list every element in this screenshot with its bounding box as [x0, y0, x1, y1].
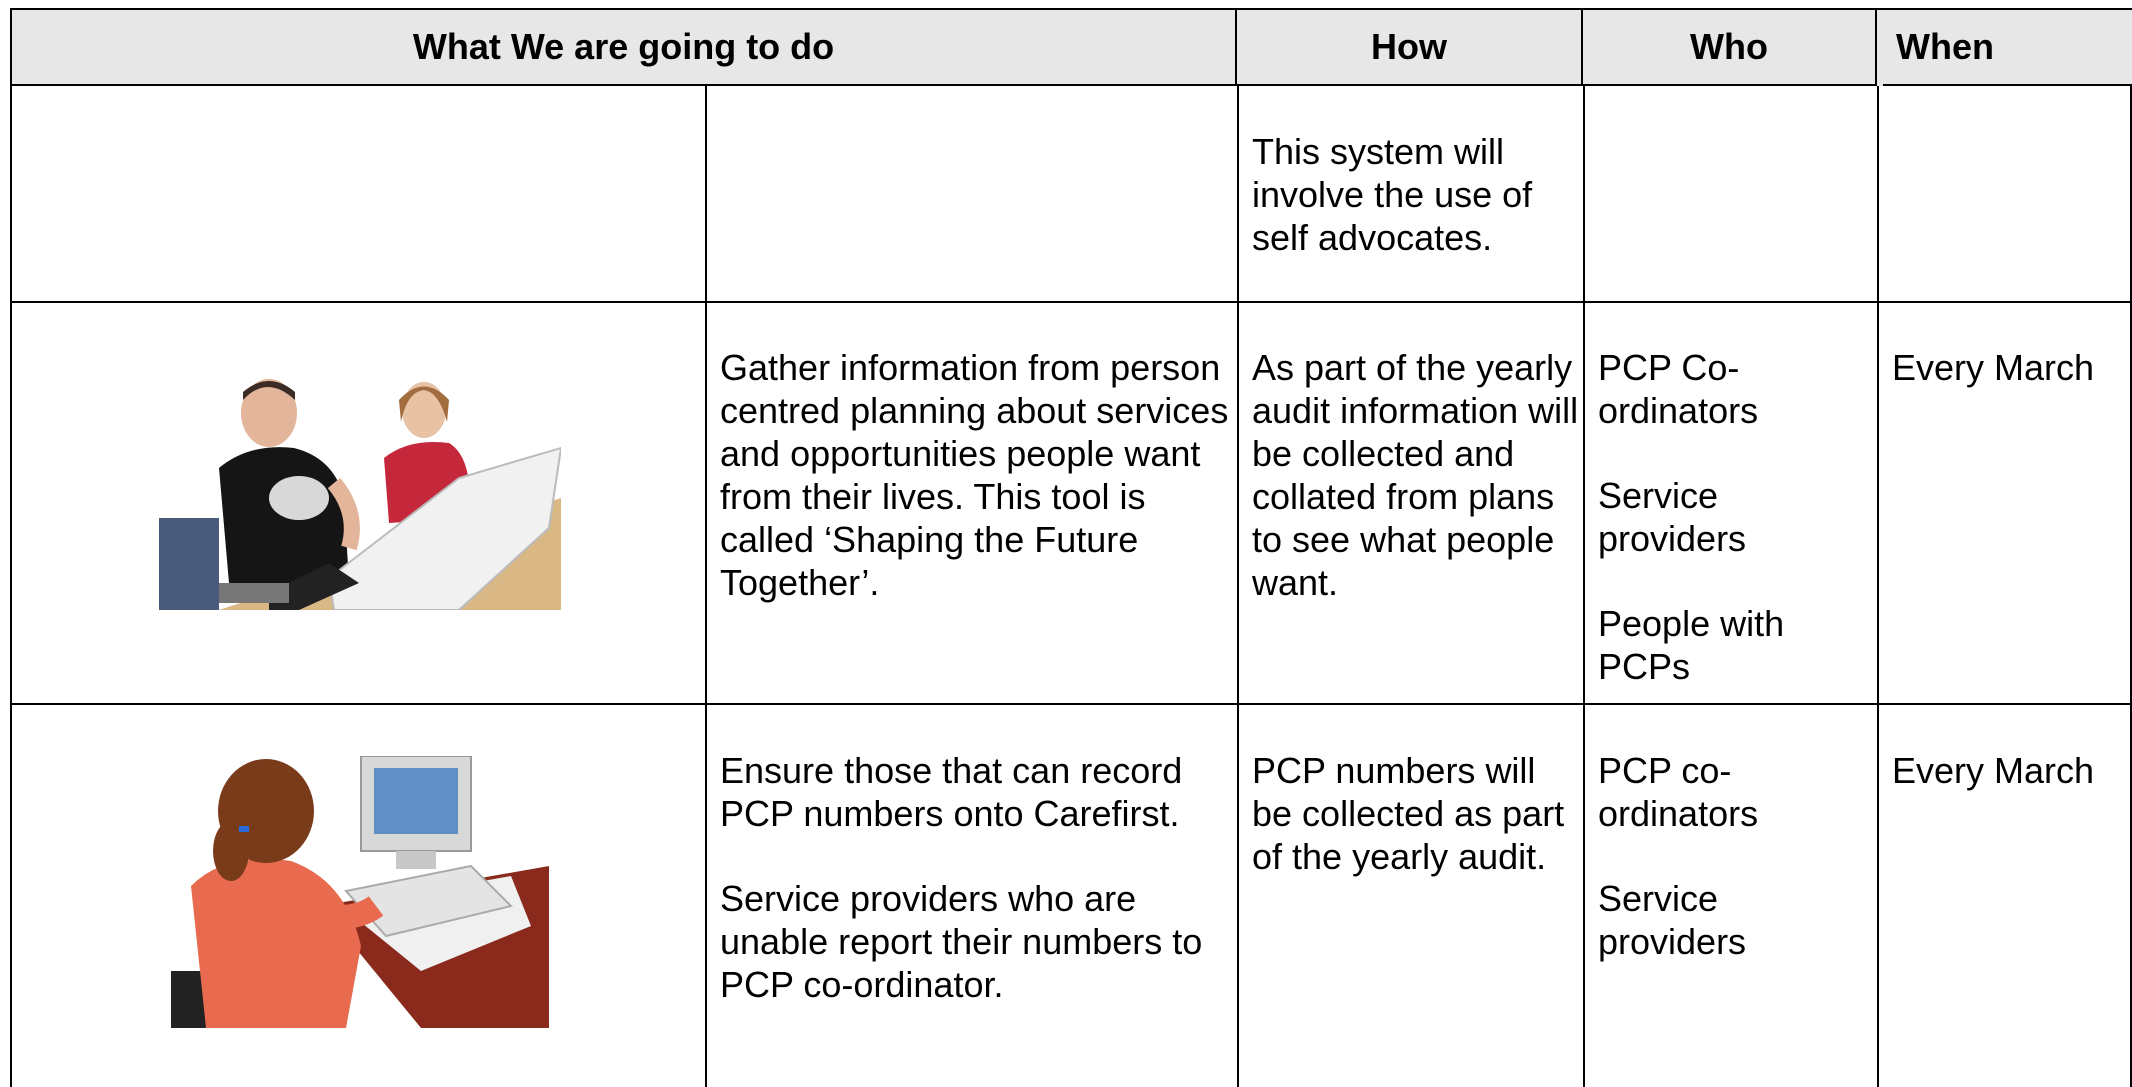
- column-header-who: Who: [1583, 10, 1877, 86]
- who-item: PCP Co-ordinators: [1598, 347, 1759, 431]
- row-2-what: Gather information from person centred p…: [707, 346, 1235, 604]
- what-text: Gather information from person centred p…: [720, 347, 1229, 603]
- column-divider: [1237, 86, 1239, 1087]
- what-text: Ensure those that can record PCP numbers…: [720, 750, 1183, 834]
- woman-at-computer-image: [171, 756, 549, 1028]
- row-3-how: PCP numbers will be collected as part of…: [1239, 749, 1579, 878]
- people-at-computer-image: [159, 348, 561, 610]
- who-item: Service providers: [1598, 878, 1747, 962]
- row-divider: [12, 703, 2132, 705]
- who-item: PCP co-ordinators: [1598, 750, 1759, 834]
- row-2-who: PCP Co-ordinators Service providers Peop…: [1585, 346, 1875, 688]
- column-header-how: How: [1237, 10, 1583, 86]
- who-item: Service providers: [1598, 475, 1747, 559]
- how-text: As part of the yearly audit information …: [1252, 347, 1579, 603]
- column-divider: [705, 86, 707, 1087]
- row-2-how: As part of the yearly audit information …: [1239, 346, 1579, 604]
- who-item: People with PCPs: [1598, 603, 1785, 687]
- column-divider: [1877, 86, 1879, 1087]
- column-header-what: What We are going to do: [12, 10, 1237, 86]
- woman-at-computer-photo: [171, 756, 549, 1028]
- row-2-when: Every March: [1892, 347, 2095, 388]
- column-divider: [2130, 86, 2132, 1087]
- header-spacer: [1877, 10, 1883, 86]
- column-divider: [1583, 86, 1585, 1087]
- row-3-what: Ensure those that can record PCP numbers…: [707, 749, 1235, 1006]
- how-text: This system will involve the use of self…: [1252, 131, 1533, 258]
- row-divider: [12, 301, 2132, 303]
- column-header-when: When: [1883, 10, 2132, 86]
- row-1-how: This system will involve the use of self…: [1239, 130, 1579, 259]
- how-text: PCP numbers will be collected as part of…: [1252, 750, 1565, 877]
- people-at-computer-photo: [159, 348, 561, 610]
- row-3-when: Every March: [1892, 750, 2095, 791]
- what-text: Service providers who are unable report …: [720, 878, 1203, 1005]
- row-3-who: PCP co-ordinators Service providers: [1585, 749, 1875, 963]
- action-plan-table: What We are going to do How Who When Thi…: [10, 8, 2132, 1087]
